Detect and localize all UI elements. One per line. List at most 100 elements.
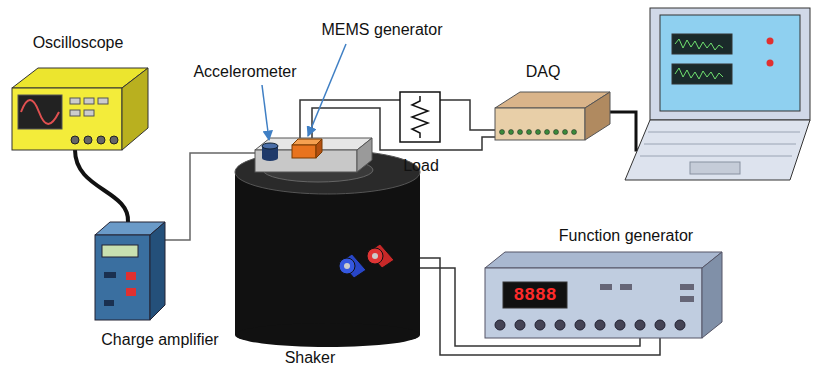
oscilloscope-device [84,136,92,144]
daq-device [545,130,550,135]
device-label: DAQ [526,63,561,81]
mems-generator [316,139,322,158]
device-label: Oscilloscope [33,34,124,52]
device-label: Charge amplifier [101,331,218,349]
function-generator-device [635,320,645,330]
daq-device [536,130,541,135]
charge-amplifier-device [95,235,150,320]
oscilloscope-device [110,136,118,144]
daq-device [500,130,577,135]
laptop-computer [660,15,800,111]
device-label: MEMS generator [322,21,443,39]
shaker-terminal [368,244,394,268]
charge-amplifier-device [150,222,165,320]
function-generator-device [615,320,625,330]
oscilloscope-device [70,98,80,104]
mems-generator [292,145,316,158]
oscilloscope-device [70,110,80,116]
charge-amplifier-device [104,300,114,306]
oscilloscope-device [98,98,108,104]
laptop-computer [625,120,810,180]
daq-device [563,130,568,135]
shaker-terminal [339,258,355,274]
resistor-symbol [412,96,428,138]
shaker-terminal [340,254,366,278]
device-label: Accelerometer [193,63,296,81]
laptop-computer [767,38,774,45]
accelerometer-sensor [262,155,278,161]
daq-device [585,92,610,140]
charge-amplifier-device [126,272,136,280]
device-label: Shaker [285,349,336,367]
charge-amplifier-device [102,245,138,257]
shaker-body [235,172,420,335]
accelerometer-sensor [262,143,278,161]
function-generator-device [555,320,565,330]
charge-amplifier-device [104,272,116,278]
oscilloscope-device [21,100,59,124]
function-generator-device [485,252,722,338]
laptop-computer [767,60,774,67]
function-generator-device [595,320,605,330]
oscilloscope-device [18,95,62,129]
laptop-computer [675,39,723,50]
shaker-body [235,323,420,347]
oscilloscope-device [122,68,148,150]
accelerometer-sensor [262,143,278,149]
function-generator-device [515,320,525,330]
display-readout: 8888 [513,285,556,306]
laptop-computer [640,132,800,156]
function-generator-device [655,320,665,330]
shaker-terminal [372,253,378,259]
resistor-symbol [400,92,440,142]
oscilloscope-device [12,88,122,150]
oscilloscope-device [12,68,148,150]
function-generator-device [495,320,685,330]
function-generator-device [620,284,632,290]
function-generator-device [485,268,702,338]
signal-wire [75,150,128,222]
function-generator-device [680,296,694,302]
function-generator-device [485,252,722,268]
shaker-terminal [344,263,350,269]
oscilloscope-device [71,136,79,144]
charge-amplifier-device [126,288,136,296]
laptop-computer [675,68,723,79]
laptop-computer [672,64,732,84]
daq-device [554,130,559,135]
laptop-computer [690,162,740,174]
oscilloscope-device [84,110,94,116]
device-label: Function generator [559,227,693,245]
oscilloscope-device [84,98,94,104]
shaker-body [235,150,420,347]
daq-device [518,130,523,135]
signal-wire [610,112,640,150]
signal-wire [440,100,495,130]
mems-generator [292,139,322,158]
function-generator-device [535,320,545,330]
leader-arrow [308,44,346,136]
daq-device [527,130,532,135]
daq-device [509,130,514,135]
function-generator-device [702,252,722,338]
function-generator-device [503,282,567,308]
function-generator-device [495,320,505,330]
device-label: Load [403,157,439,175]
shaker-platform [357,138,372,172]
laptop-computer [625,8,810,180]
laptop-computer [650,8,810,120]
leader-arrow [262,85,269,140]
laptop-computer [672,34,732,54]
daq-device [572,130,577,135]
shaker-terminal [339,244,394,278]
resistor-symbol [400,92,440,142]
function-generator-device [600,284,612,290]
shaker-terminal [367,248,383,264]
oscilloscope-device [97,136,105,144]
function-generator-device [575,320,585,330]
shaker-platform [255,138,372,172]
function-generator-device [680,284,694,290]
daq-device [495,108,585,140]
